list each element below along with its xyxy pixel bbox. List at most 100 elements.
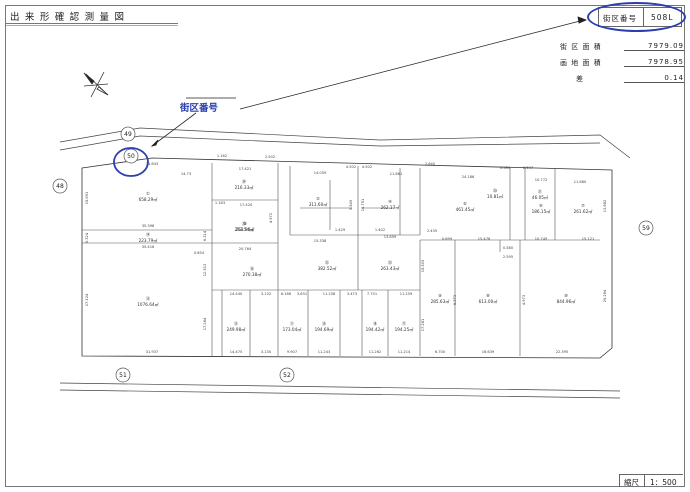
lot-number-19: ⑲ [322,320,327,327]
lot-number-10: ⑩ [564,293,568,298]
lot-area-6: 186.15㎡ [532,208,552,214]
dim-d6: 14.059 [314,171,327,175]
block-label-59: 59 [642,225,650,232]
dim-d23: 1.402 [375,228,385,232]
lot-number-9: ⑨ [438,293,442,298]
dim-d9: 11.861 [390,172,403,176]
lot-area-8: 613.00㎡ [479,298,499,304]
north-arrow-icon [83,71,109,98]
lot-area-14: 223.79㎡ [139,237,159,243]
dim-v4: 17.284 [203,317,207,330]
dim-v3: 27.124 [85,293,89,306]
dim-d41: 31.937 [146,350,159,354]
lot-area-24: 216.33㎡ [235,184,255,190]
dim-v7: 29.264 [603,289,607,302]
vertical-dimension-labels: 15.691 6.324 27.124 17.284 6.314 12.513 … [85,192,607,332]
dim-v1: 15.691 [85,192,89,205]
dim-d13: 24.186 [462,175,475,179]
lot-area-11: 173.04㎡ [283,326,303,332]
lot-area-18: 194.42㎡ [366,326,386,332]
dim-d43: 3.130 [261,350,272,354]
scale-box: 縮尺 1：500 [619,474,683,487]
dim-d46: 11.262 [369,350,382,354]
dim-v10: 16.751 [361,199,365,212]
annotation-arrows [150,16,588,147]
dim-d2: 1.162 [217,154,227,158]
dim-v12: 17.281 [421,319,425,332]
lot-number-20: ⑳ [493,187,498,194]
lot-number-17: ⑰ [402,320,407,327]
drawing-frame [5,5,685,487]
lot-boundaries [82,163,600,356]
dim-d15: 11.660 [574,180,587,184]
dim-d37: 11.258 [323,292,336,296]
lot-number-23: ㉓ [388,259,393,266]
lot-area-1: 658.29㎡ [139,196,159,202]
block-number-highlight [587,2,686,32]
dim-d26: 15.476 [478,237,491,241]
dim-d27: 10.749 [535,237,548,241]
adjacent-block-markers [52,126,654,383]
current-block-marker: 50 [123,148,139,164]
dim-d14: 10.772 [535,178,548,182]
block-marker-48 [52,178,68,194]
adjacent-block-labels: 49 48 51 52 59 [56,131,650,379]
lot-number-25: ㉕ [242,220,247,227]
dim-d4: 14.73 [181,172,191,176]
difference-value: 0.14 [624,74,684,83]
dim-v11: 9.549 [349,199,353,210]
lot-area-13: 1076.64㎡ [137,301,159,307]
lot-area-3: 263.94㎡ [236,226,256,232]
dim-d19: 35.416 [142,245,155,249]
lot-area-25: 253.54㎡ [235,226,255,232]
dim-d10: 2.640 [425,162,436,166]
parcel-area-value: 7978.95 [624,58,684,67]
dim-v8: 13.882 [603,200,607,213]
block-label-49: 49 [124,131,132,138]
dim-d21: 15.338 [314,239,327,243]
block-label-48: 48 [56,183,64,190]
scale-value: 1：500 [650,478,677,487]
dim-d50: 22.395 [556,350,569,354]
block-label-51: 51 [119,372,127,379]
dim-d38: 3.473 [347,292,357,296]
dim-d20: 20.764 [239,247,252,251]
dim-v5: 6.314 [203,230,207,241]
dim-d40: 11.259 [400,292,413,296]
dim-d42: 14.475 [230,350,243,354]
parcel-area-row: 画 地 面 積 7978.95 [560,58,690,68]
dim-d33: 14.440 [230,292,243,296]
dim-d8: 4.502 [362,165,372,169]
dim-v9: 4.972 [269,213,273,223]
dim-d48: 6.700 [435,350,446,354]
lot-number-18: ⑱ [373,320,378,327]
lot-area-9: 285.63㎡ [431,298,451,304]
lot-number-8: ⑧ [486,293,490,298]
dim-v2: 6.324 [85,232,89,243]
parcel-area-label: 画 地 面 積 [560,59,602,67]
dim-d44: 9.907 [287,350,297,354]
dim-v15: 4.973 [522,295,526,305]
drawing-title: 出 来 形 確 認 測 量 図 [10,12,126,23]
lot-area-5: 461.45㎡ [456,206,476,212]
dim-d30: 0.580 [503,246,514,250]
dim-d22: 1.429 [335,228,346,232]
dim-d39: 7.751 [367,292,377,296]
block-label-52: 52 [283,372,291,379]
current-block-highlight [113,147,149,177]
dim-d29: 0.854 [194,251,205,255]
block-marker-51 [115,367,131,383]
lot-area-23: 263.43㎡ [381,265,401,271]
dim-d34: 3.132 [261,292,271,296]
dimension-labels: 31.843 1.162 2.502 14.73 17.421 14.059 4… [142,154,595,354]
block-area-label: 街 区 面 積 [560,43,602,51]
lot-number-24: ㉔ [242,178,247,185]
dim-d5: 17.421 [239,167,252,171]
dim-d45: 11.243 [318,350,331,354]
lot-number-14: ⑭ [146,231,151,238]
current-block-label: 50 [127,153,135,160]
dim-v14: 6.373 [453,295,457,305]
lot-area-21: 46.05㎡ [532,194,549,200]
lot-area-19: 194.69㎡ [315,326,335,332]
